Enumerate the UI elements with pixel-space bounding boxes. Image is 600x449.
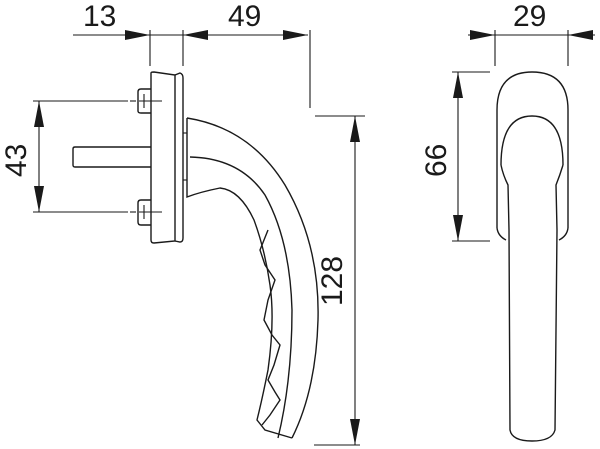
dimension-screw-spacing: 43	[0, 100, 128, 213]
dimension-rosette-width: 29	[468, 0, 595, 66]
dim-label-43: 43	[0, 144, 33, 177]
rosette-front	[496, 71, 569, 241]
dimension-handle-length: 128	[314, 115, 365, 446]
dimension-rosette-depth: 13	[73, 0, 184, 66]
rosette-side	[72, 71, 184, 244]
dim-label-29: 29	[513, 0, 546, 33]
front-view: 29 66	[420, 0, 595, 442]
side-view: 13 49 43	[0, 0, 365, 446]
handle-side	[183, 117, 319, 439]
dim-label-128: 128	[316, 256, 349, 306]
dim-label-49: 49	[228, 0, 261, 33]
dim-label-66: 66	[420, 144, 453, 177]
dimension-rosette-height: 66	[420, 71, 490, 242]
dimension-handle-projection: 49	[183, 0, 311, 108]
handle-front	[500, 115, 564, 442]
dim-label-13: 13	[83, 0, 116, 33]
